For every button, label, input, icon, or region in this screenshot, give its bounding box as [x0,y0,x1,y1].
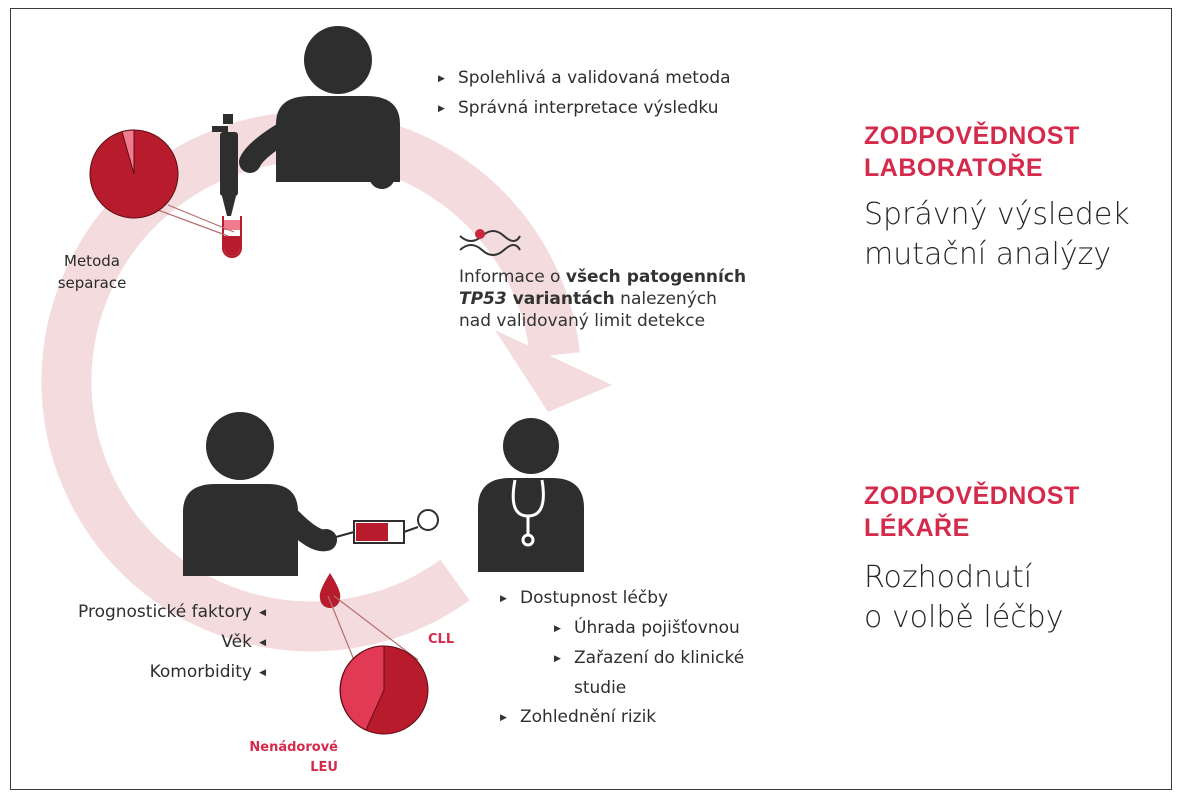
treatment-item: ▶Zohlednění rizik [500,703,744,733]
blood-drop-icon [319,573,341,608]
dna-icon [459,229,521,256]
lab-bullet-list: ▶Spolehlivá a validovaná metoda ▶Správná… [438,64,731,124]
lab-responsibility-heading: ZODPOVĚDNOST LABORATOŘE [864,122,1080,182]
test-tube-icon [222,216,242,258]
pipette-icon [212,114,238,216]
method-label: Metoda separace [57,252,127,292]
doctor-responsibility-heading: ZODPOVĚDNOST LÉKAŘE [864,482,1080,542]
bullet-arrow-icon: ▶ [438,104,445,114]
doctor-decision-text: Rozhodnutí o volbě léčby [864,560,1064,635]
pie-chart-icon [89,129,235,237]
figure-frame [10,8,1172,790]
bullet-arrow-icon: ▶ [500,594,507,604]
pie-label-cll: CLL [428,632,455,647]
syringe-icon [324,509,439,544]
bullet-arrow-icon: ◀ [259,608,266,618]
pie-label-nonleu: Nenádorové LEU [249,740,338,775]
patient-factor-item: Prognostické faktory◀ [78,598,266,628]
pie-chart-icon [327,595,429,735]
cycle-arrow [41,111,612,652]
doctor-icon [478,418,584,572]
info-line-2: TP53 variantách nalezených [459,289,717,309]
bullet-arrow-icon: ◀ [259,668,266,678]
bullet-arrow-icon: ▶ [500,713,507,723]
bullet-arrow-icon: ▶ [438,74,445,84]
bullet-arrow-icon: ▶ [554,654,561,664]
treatment-subitem-cont: studie [574,678,627,698]
treatment-subitem: ▶Úhrada pojišťovnou [500,614,744,644]
treatment-subitem: ▶Zařazení do klinické [500,644,744,674]
bullet-arrow-icon: ◀ [259,638,266,648]
lab-result-text: Správný výsledek mutační analýzy [864,197,1130,272]
patient-factor-list: Prognostické faktory◀ Věk◀ Komorbidity◀ [78,598,266,688]
patient-factor-item: Komorbidity◀ [78,658,266,688]
bullet-arrow-icon: ▶ [554,624,561,634]
patient-icon [183,412,337,576]
lab-bullet-item: ▶Spolehlivá a validovaná metoda [438,64,731,94]
stethoscope-icon [511,479,545,547]
person-lab-icon [239,26,400,189]
lab-bullet-item: ▶Správná interpretace výsledku [438,94,731,124]
info-line-1: Informace o všech patogenních [459,267,747,287]
info-text: Informace o všech patogenních TP53 varia… [459,266,746,332]
info-line-3: nad validovaný limit detekce [459,311,706,331]
treatment-list: ▶Dostupnost léčby ▶Úhrada pojišťovnou ▶Z… [500,584,744,733]
patient-factor-item: Věk◀ [78,628,266,658]
treatment-item: ▶Dostupnost léčby [500,584,744,614]
